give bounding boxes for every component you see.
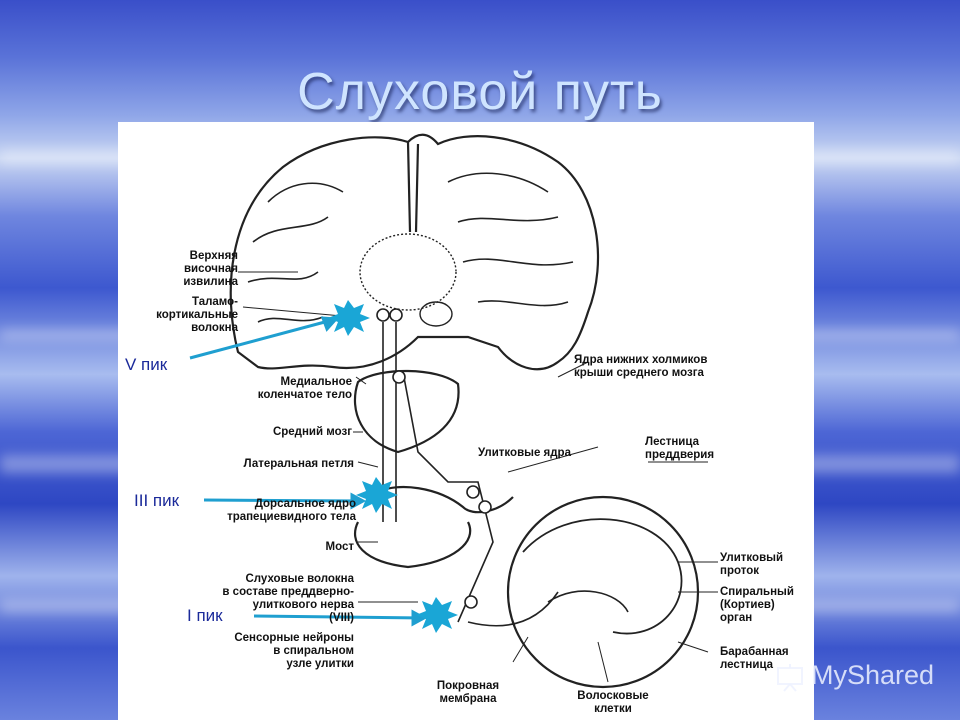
label-superior-temporal-gyrus: Верхняя височная извилина (183, 250, 238, 288)
peak-iii-label: III пик (134, 491, 180, 510)
label-hair-cells: Волосковые клетки (577, 690, 649, 715)
iii-peak-arrow (203, 498, 364, 503)
label-cochlear-nuclei: Улитковые ядра (478, 447, 571, 459)
pons-shape (353, 521, 472, 569)
v-peak-burst (328, 300, 370, 336)
cochlea-circle (506, 495, 700, 689)
brain-outline (229, 133, 600, 371)
midbrain-shape (353, 369, 460, 454)
peak-v-label: V пик (125, 355, 168, 374)
label-pons: Мост (325, 541, 354, 553)
auditory-pathway-diagram: Верхняя височная извилина Таламо- кортик… (118, 122, 814, 720)
longitudinal-fissure (406, 141, 420, 233)
neuron-mgb-2 (389, 308, 403, 322)
watermark-text: MyShared (811, 660, 935, 690)
label-sensory-neurons: Сенсорные нейроны в спиральном узле улит… (234, 632, 354, 670)
i-peak-arrow (253, 614, 425, 620)
label-inferior-colliculi: Ядра нижних холмиков крыши среднего мозг… (574, 354, 708, 379)
label-tectorial-membrane: Покровная мембрана (436, 680, 500, 705)
label-medial-geniculate: Медиальное коленчатое тело (257, 376, 352, 401)
iii-peak-burst (356, 477, 398, 513)
neuron-spiral (464, 595, 478, 609)
label-scala-vestibuli: Лестница преддверия (645, 436, 715, 461)
peak-i-label: I пик (187, 606, 223, 625)
diagram-drawing (189, 133, 718, 689)
slide-title: Слуховой путь (297, 63, 663, 121)
label-midbrain: Средний мозг (272, 426, 352, 438)
label-auditory-fibers: Слуховые волокна в составе преддверно- у… (222, 573, 354, 624)
neuron-ic (392, 370, 406, 384)
label-lateral-lemniscus: Латеральная петля (243, 458, 354, 470)
label-dorsal-trapezoid: Дорсальное ядро трапециевидного тела (227, 498, 356, 523)
label-cochlear-duct: Улитковый проток (720, 552, 784, 577)
i-peak-burst (416, 597, 458, 633)
label-organ-of-corti: Спиральный (Кортиев) орган (720, 586, 794, 624)
neuron-mgb-1 (376, 308, 390, 322)
v-peak-arrow (189, 317, 337, 360)
label-thalamocortical-fibers: Таламо- кортикальные волокна (156, 296, 238, 334)
label-scala-tympani: Барабанная лестница (720, 646, 789, 671)
neuron-cn-2 (478, 500, 492, 514)
neuron-cn-1 (466, 485, 480, 499)
watermark: MyShared (775, 660, 950, 694)
thalamus (359, 233, 457, 311)
slideshow-icon (777, 664, 803, 692)
